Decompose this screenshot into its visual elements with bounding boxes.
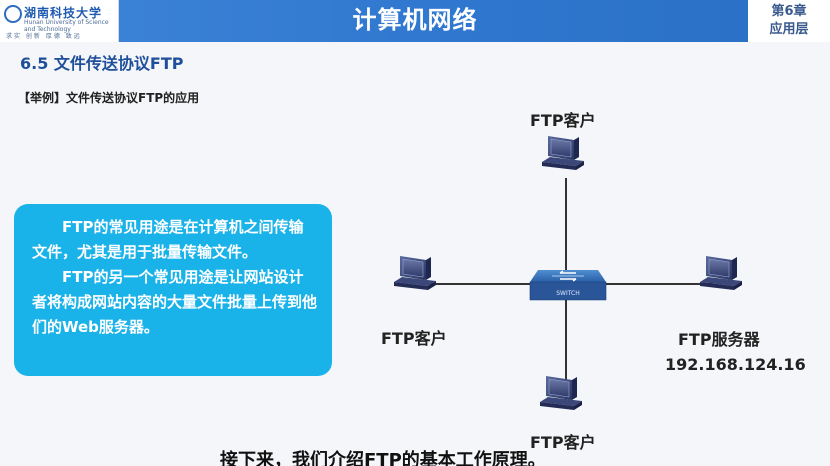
university-motto: 求实 创新 厚德 致远 xyxy=(6,33,82,40)
switch-label: SWITCH xyxy=(556,290,580,297)
university-english-name: Hunan University of Science and Technolo… xyxy=(24,19,109,33)
top-client-label: FTP客户 xyxy=(530,111,596,130)
description-box: FTP的常见用途是在计算机之间传输文件，尤其是用于批量传输文件。 FTP的另一个… xyxy=(14,204,332,376)
server-ip-address: 192.168.124.16 xyxy=(665,355,806,374)
description-paragraph-2: FTP的另一个常见用途是让网站设计者将构成网站内容的大量文件批量上传到他们的We… xyxy=(32,268,318,336)
video-subtitle: 接下来，我们介绍FTP的基本工作原理。 xyxy=(220,450,546,466)
server-computer-icon xyxy=(699,255,743,291)
left-client-computer-icon xyxy=(393,255,437,291)
course-title: 计算机网络 xyxy=(352,6,478,34)
chapter-name: 应用层 xyxy=(769,22,809,37)
bottom-client-computer-icon xyxy=(539,375,583,411)
university-name: 湖南科技大学 xyxy=(24,6,103,20)
bottom-client-label: FTP客户 xyxy=(530,433,596,452)
top-client-computer-icon xyxy=(541,135,585,171)
example-title: 【举例】文件传送协议FTP的应用 xyxy=(18,91,200,105)
chapter-badge: 第6章 应用层 xyxy=(748,0,830,42)
university-logo: 湖南科技大学 Hunan University of Science and T… xyxy=(0,0,119,42)
left-client-label: FTP客户 xyxy=(381,329,447,348)
section-title: 6.5 文件传送协议FTP xyxy=(20,54,184,73)
description-paragraph-1: FTP的常见用途是在计算机之间传输文件，尤其是用于批量传输文件。 xyxy=(32,218,304,261)
switch-icon: SWITCH xyxy=(529,270,607,301)
title-bar: 湖南科技大学 Hunan University of Science and T… xyxy=(0,0,830,42)
server-label: FTP服务器 xyxy=(678,330,760,349)
university-emblem-icon xyxy=(4,5,22,23)
chapter-number: 第6章 xyxy=(771,4,807,19)
